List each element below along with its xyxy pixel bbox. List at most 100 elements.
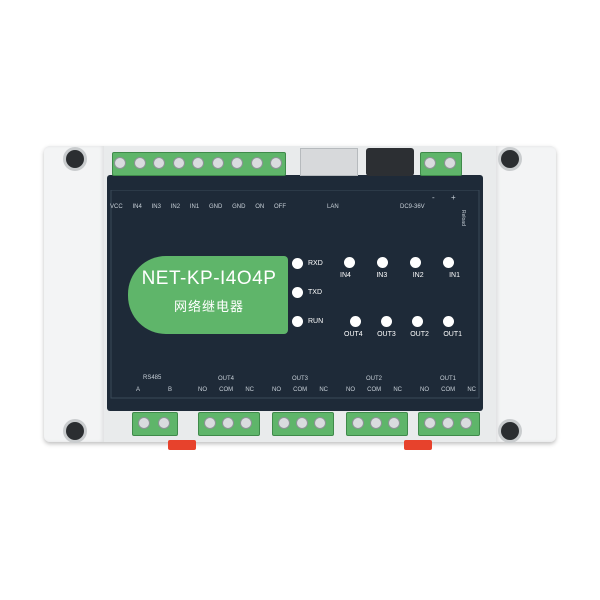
led-icon bbox=[443, 257, 454, 268]
relay-terminal-screws bbox=[424, 417, 472, 429]
terminal-label: IN2 bbox=[170, 204, 181, 210]
screw-icon[interactable] bbox=[240, 417, 252, 429]
led-icon bbox=[344, 257, 355, 268]
led-icon bbox=[381, 316, 392, 327]
screw-icon[interactable] bbox=[222, 417, 234, 429]
screw-icon[interactable] bbox=[444, 157, 456, 169]
relay-pin-label: NO bbox=[272, 387, 281, 393]
screw-icon[interactable] bbox=[158, 417, 170, 429]
screw-icon[interactable] bbox=[424, 157, 436, 169]
model-number: NET-KP-I4O4P bbox=[141, 268, 277, 289]
screw-icon[interactable] bbox=[442, 417, 454, 429]
status-led-label: RXD bbox=[308, 260, 323, 267]
relay-pin-labels: NO COM NC NO COM NC NO COM NC NO COM NC bbox=[198, 387, 476, 393]
relay-pin-label: COM bbox=[293, 387, 308, 393]
output-led-label: OUT2 bbox=[410, 331, 429, 338]
status-led-label: RUN bbox=[308, 318, 324, 325]
screw-icon[interactable] bbox=[278, 417, 290, 429]
input-terminal-screws bbox=[114, 157, 282, 169]
output-led-label: OUT1 bbox=[443, 331, 462, 338]
lan-label: LAN bbox=[327, 204, 339, 210]
rs485-terminal-screws bbox=[138, 417, 170, 429]
relay-terminal-screws bbox=[204, 417, 252, 429]
relay-pin-label: COM bbox=[367, 387, 382, 393]
screw-icon[interactable] bbox=[138, 417, 150, 429]
terminal-label: OFF bbox=[273, 204, 286, 210]
input-led-label: IN2 bbox=[412, 272, 424, 279]
output-led-label: OUT3 bbox=[377, 331, 396, 338]
rs485-pin-labels: A B bbox=[136, 387, 172, 393]
terminal-label: IN4 bbox=[132, 204, 142, 210]
led-icon bbox=[410, 257, 421, 268]
screw-icon[interactable] bbox=[153, 157, 165, 169]
screw-icon[interactable] bbox=[211, 157, 224, 169]
led-icon bbox=[292, 287, 303, 298]
mount-hole-icon bbox=[501, 150, 519, 168]
screw-icon[interactable] bbox=[296, 417, 308, 429]
input-led-labels: IN4 IN3 IN2 IN1 bbox=[340, 272, 460, 279]
product-name-badge bbox=[128, 256, 288, 334]
right-mounting-ear bbox=[496, 146, 556, 442]
din-rail-clip[interactable] bbox=[168, 440, 196, 450]
relay-group-title: OUT3 bbox=[291, 376, 308, 382]
rs485-title: RS485 bbox=[143, 375, 162, 381]
screw-icon[interactable] bbox=[270, 157, 282, 169]
left-mounting-ear bbox=[44, 146, 104, 442]
rs485-pin-label: B bbox=[167, 387, 172, 393]
screw-icon[interactable] bbox=[114, 157, 126, 169]
mount-hole-icon bbox=[501, 422, 519, 440]
dc-power-jack[interactable] bbox=[366, 148, 414, 176]
input-led-label: IN3 bbox=[376, 272, 388, 279]
terminal-label: ON bbox=[255, 204, 265, 210]
relay-pin-label: NO bbox=[346, 387, 355, 393]
screw-icon[interactable] bbox=[133, 157, 146, 169]
screw-icon[interactable] bbox=[204, 417, 216, 429]
screw-icon[interactable] bbox=[314, 417, 326, 429]
relay-pin-label: COM bbox=[441, 387, 456, 393]
screw-icon[interactable] bbox=[192, 157, 204, 169]
output-led-label: OUT4 bbox=[344, 331, 363, 338]
relay-pin-label: NC bbox=[393, 387, 402, 393]
terminal-label: IN3 bbox=[151, 204, 161, 210]
screw-icon[interactable] bbox=[172, 157, 185, 169]
relay-pin-label: NO bbox=[198, 387, 207, 393]
screw-icon[interactable] bbox=[231, 157, 243, 169]
terminal-label: IN1 bbox=[189, 204, 200, 210]
screw-icon[interactable] bbox=[370, 417, 382, 429]
led-icon bbox=[412, 316, 423, 327]
output-led-labels: OUT4 OUT3 OUT2 OUT1 bbox=[344, 331, 462, 338]
screw-icon[interactable] bbox=[250, 157, 263, 169]
screw-icon[interactable] bbox=[388, 417, 400, 429]
terminal-label: GND bbox=[208, 204, 223, 210]
led-icon bbox=[350, 316, 361, 327]
relay-pin-group: NO COM NC bbox=[198, 387, 254, 393]
lan-port[interactable] bbox=[300, 148, 358, 176]
input-led-row bbox=[344, 257, 454, 268]
relay-pin-label: NO bbox=[420, 387, 429, 393]
power-label: DC9-36V bbox=[400, 204, 425, 210]
led-icon bbox=[292, 258, 303, 269]
screw-icon[interactable] bbox=[352, 417, 364, 429]
relay-group-title: OUT2 bbox=[365, 376, 382, 382]
power-plus-label: + bbox=[451, 193, 456, 202]
relay-pin-label: NC bbox=[467, 387, 476, 393]
rs485-terminal-block[interactable] bbox=[132, 412, 178, 436]
power-terminal-screws bbox=[424, 157, 456, 169]
relay-pin-group: NO COM NC bbox=[420, 387, 476, 393]
din-rail-clip[interactable] bbox=[404, 440, 432, 450]
status-led-label: TXD bbox=[308, 289, 322, 296]
rs485-pin-label: A bbox=[136, 387, 141, 393]
input-led-label: IN1 bbox=[449, 272, 460, 279]
power-minus-label: - bbox=[432, 193, 435, 202]
input-terminal-labels: VCC IN4 IN3 IN2 IN1 GND GND ON OFF bbox=[110, 204, 286, 210]
reload-label: Reload bbox=[460, 210, 466, 226]
led-icon bbox=[443, 316, 454, 327]
relay-terminal-screws bbox=[352, 417, 400, 429]
screw-icon[interactable] bbox=[460, 417, 472, 429]
screw-icon[interactable] bbox=[424, 417, 436, 429]
relay-group-title: OUT4 bbox=[217, 376, 234, 382]
relay-pin-group: NO COM NC bbox=[272, 387, 328, 393]
mount-hole-icon bbox=[66, 422, 84, 440]
panel-frame-lines bbox=[110, 190, 480, 399]
terminal-label: VCC bbox=[110, 204, 123, 210]
